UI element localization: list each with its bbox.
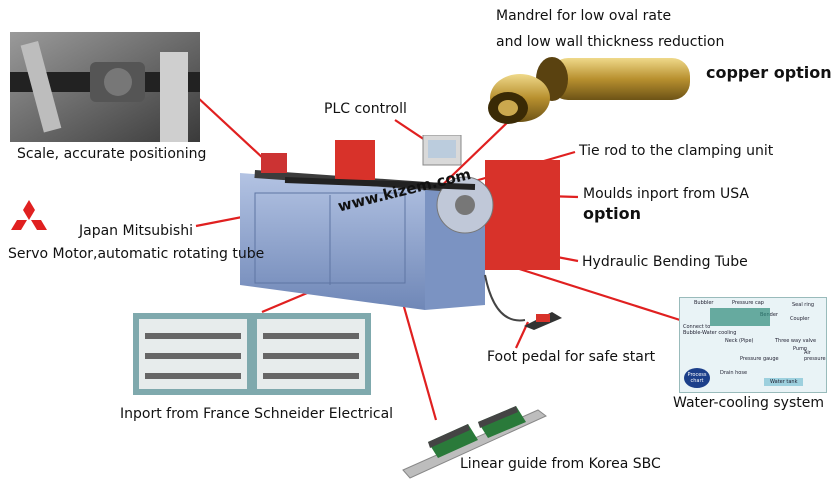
wd-bubbler: Bubbler — [694, 300, 714, 306]
tie-rod-label: Tie rod to the clamping unit — [579, 143, 774, 159]
mitsubishi-label-line2: Servo Motor,automatic rotating tube — [8, 246, 265, 262]
copper-option-label: copper option — [706, 63, 832, 82]
wd-pump: Pump — [793, 346, 808, 352]
wd-pressure-gauge: Pressure gauge — [740, 356, 779, 362]
water-cooling-diagram: Bubbler Pressure cap Seal ring Bender Co… — [679, 297, 827, 393]
wd-neck: Neck (Pipe) — [725, 338, 754, 344]
foot-pedal-photo — [524, 312, 562, 330]
scale-label: Scale, accurate positioning — [17, 146, 207, 162]
wd-connect: Connect to — [683, 324, 711, 330]
wd-seal-ring: Seal ring — [792, 302, 815, 308]
mitsubishi-logo — [11, 200, 47, 230]
wd-water-tank: Water tank — [764, 378, 804, 386]
hydraulic-label: Hydraulic Bending Tube — [582, 254, 748, 270]
foot-pedal-label: Foot pedal for safe start — [487, 349, 656, 365]
mandrel-label-line2: and low wall thickness reduction — [496, 34, 725, 50]
wd-air-pressure: Air pressure — [804, 350, 826, 362]
wd-process-chart: Process chart — [684, 368, 710, 388]
wd-bubble-cooling: Bubble-Water cooling — [683, 330, 737, 336]
wd-three-way: Three way valve — [775, 338, 817, 344]
water-cooling-label: Water-cooling system — [673, 395, 824, 411]
moulds-option-label: option — [583, 204, 641, 223]
leader-mandrel — [431, 117, 513, 196]
scale-photo — [10, 32, 200, 142]
plc-label: PLC controll — [324, 101, 407, 117]
mandrel-label-line1: Mandrel for low oval rate — [496, 8, 672, 24]
mitsubishi-label-line1: Japan Mitsubishi — [79, 223, 193, 239]
bending-machine-photo — [240, 135, 560, 322]
mandrel-photo — [488, 57, 690, 124]
wd-bender-body — [710, 308, 770, 326]
wd-pressure-cap: Pressure cap — [732, 300, 764, 306]
linear-guide-photo — [402, 406, 547, 479]
wd-drain-hose: Drain hose — [720, 370, 748, 376]
schneider-cabinet-photo — [133, 313, 371, 395]
linear-guide-label: Linear guide from Korea SBC — [460, 456, 661, 472]
schneider-label: Inport from France Schneider Electrical — [120, 406, 394, 422]
moulds-label: Moulds inport from USA — [583, 186, 749, 202]
wd-coupler: Coupler — [790, 316, 810, 322]
leader-scale — [195, 95, 266, 161]
